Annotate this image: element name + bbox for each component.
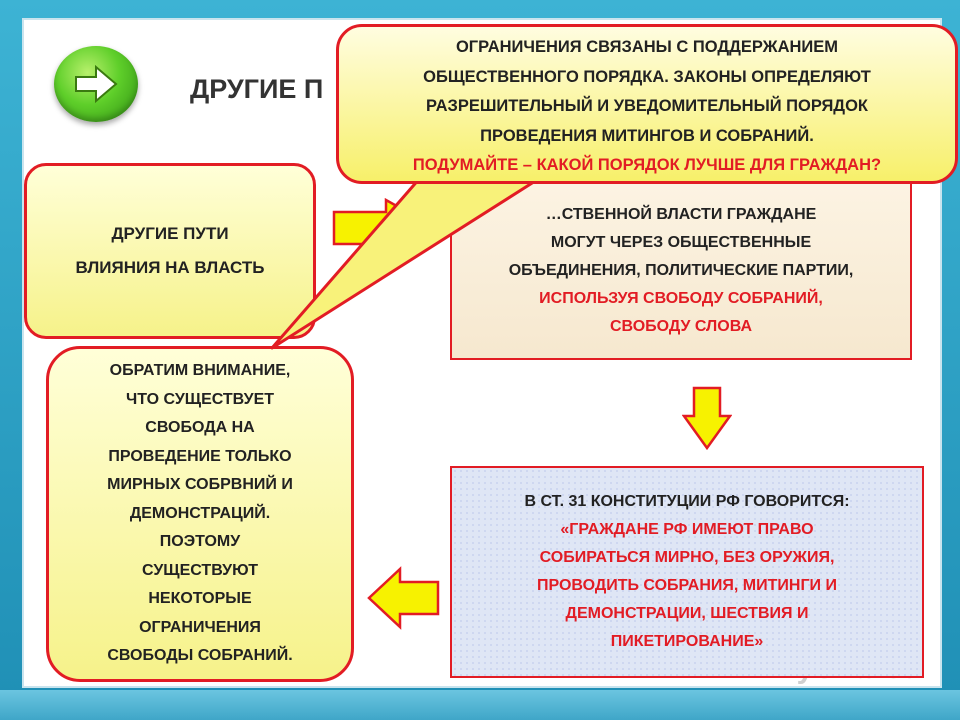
down-arrow-icon (682, 386, 732, 450)
power-line-3: ОБЪЕДИНЕНИЯ, ПОЛИТИЧЕСКИЕ ПАРТИИ, (508, 262, 854, 279)
note-line: ОБРАТИМ ВНИМАНИЕ, (109, 362, 291, 380)
note-line: СВОБОДА НА (145, 419, 255, 437)
power-line-5: СВОБОДУ СЛОВА (609, 318, 753, 335)
constitution-article-box: В СТ. 31 КОНСТИТУЦИИ РФ ГОВОРИТСЯ: «ГРАЖ… (450, 466, 924, 678)
note-line: МИРНЫХ СОБРВНИЙ И (107, 476, 293, 494)
note-line: ПРОВЕДЕНИЕ ТОЛЬКО (108, 447, 292, 465)
bottom-strip (0, 690, 960, 720)
const-line-3: СОБИРАТЬСЯ МИРНО, БЕЗ ОРУЖИЯ, (539, 549, 835, 566)
note-line: СВОБОДЫ СОБРАНИЙ. (107, 647, 293, 665)
note-restrictions-box: ОБРАТИМ ВНИМАНИЕ, ЧТО СУЩЕСТВУЕТ СВОБОДА… (46, 346, 354, 682)
note-line: НЕКОТОРЫЕ (148, 590, 252, 608)
note-line: СУЩЕСТВУЮТ (142, 561, 258, 579)
callout-line-3: РАЗРЕШИТЕЛЬНЫЙ И УВЕДОМИТЕЛЬНЫЙ ПОРЯДОК (426, 97, 868, 115)
restrictions-callout: ОГРАНИЧЕНИЯ СВЯЗАНЫ С ПОДДЕРЖАНИЕМ ОБЩЕС… (336, 24, 958, 184)
note-line: ПОЭТОМУ (159, 533, 241, 551)
const-line-6: ПИКЕТИРОВАНИЕ» (610, 633, 764, 650)
callout-line-1: ОГРАНИЧЕНИЯ СВЯЗАНЫ С ПОДДЕРЖАНИЕМ (455, 38, 839, 56)
power-line-2: МОГУТ ЧЕРЕЗ ОБЩЕСТВЕННЫЕ (550, 234, 812, 251)
const-line-2: «ГРАЖДАНЕ РФ ИМЕЮТ ПРАВО (560, 521, 814, 538)
note-line: ЧТО СУЩЕСТВУЕТ (125, 390, 275, 408)
callout-question: ПОДУМАЙТЕ – КАКОЙ ПОРЯДОК ЛУЧШЕ ДЛЯ ГРАЖ… (412, 156, 882, 174)
ways-line-1: ДРУГИЕ ПУТИ (111, 224, 229, 243)
callout-line-2: ОБЩЕСТВЕННОГО ПОРЯДКА. ЗАКОНЫ ОПРЕДЕЛЯЮТ (423, 67, 871, 86)
ways-line-2: ВЛИЯНИЯ НА ВЛАСТЬ (75, 258, 265, 277)
const-line-4: ПРОВОДИТЬ СОБРАНИЯ, МИТИНГИ И (537, 577, 837, 594)
const-line-5: ДЕМОНСТРАЦИИ, ШЕСТВИЯ И (565, 605, 809, 622)
power-line-1: …СТВЕННОЙ ВЛАСТИ ГРАЖДАНЕ (545, 206, 817, 223)
callout-line-4: ПРОВЕДЕНИЯ МИТИНГОВ И СОБРАНИЙ. (480, 126, 814, 145)
right-arrow-icon (75, 64, 118, 104)
right-arrow-icon (332, 198, 438, 258)
power-line-4: ИСПОЛЬЗУЯ СВОБОДУ СОБРАНИЙ, (539, 290, 823, 307)
left-arrow-icon (367, 566, 440, 630)
const-line-1: В СТ. 31 КОНСТИТУЦИИ РФ ГОВОРИТСЯ: (524, 493, 850, 510)
note-line: ОГРАНИЧЕНИЯ (139, 618, 261, 636)
page-title: ДРУГИЕ П (190, 74, 324, 104)
ways-of-influence-box: ДРУГИЕ ПУТИ ВЛИЯНИЯ НА ВЛАСТЬ (24, 163, 316, 339)
next-slide-button[interactable] (54, 46, 138, 122)
note-line: ДЕМОНСТРАЦИЙ. (129, 504, 271, 522)
